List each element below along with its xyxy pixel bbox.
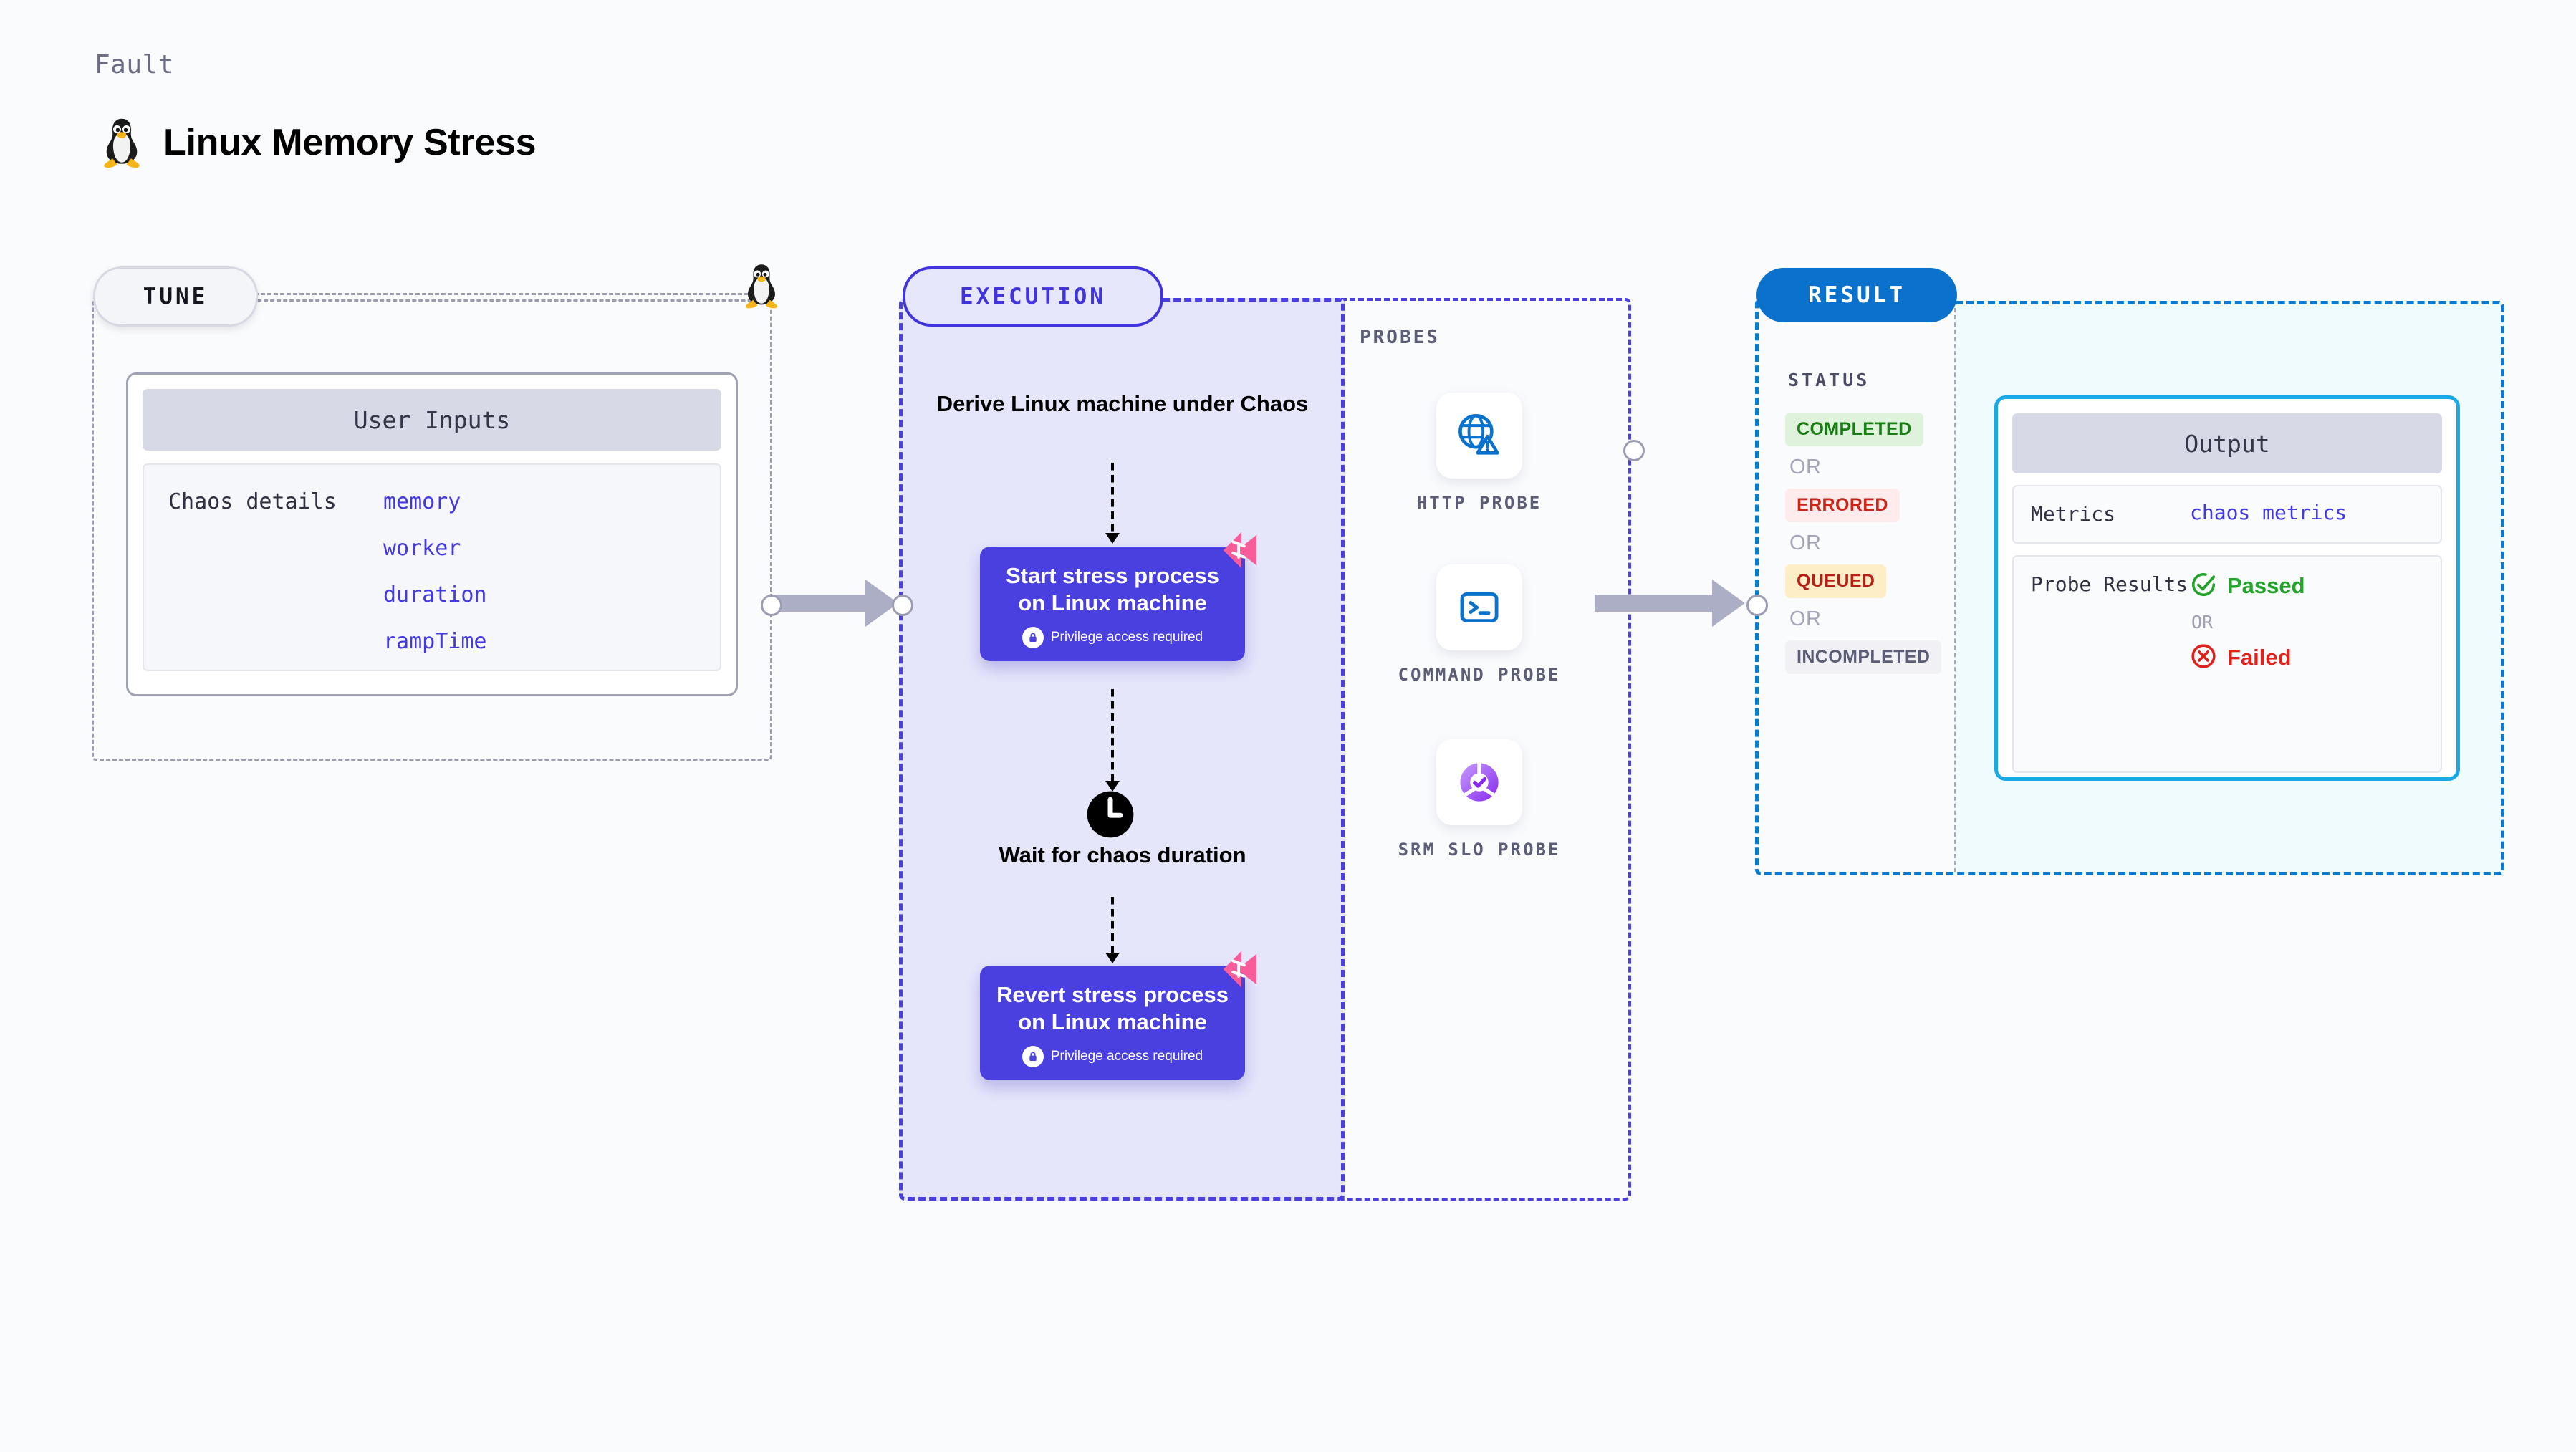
probe-label-srm-slo: SRM SLO PROBE xyxy=(1398,840,1561,860)
result-divider xyxy=(1954,301,1956,872)
tune-pill-label[interactable]: TUNE xyxy=(93,266,258,327)
status-badge-queued: QUEUED xyxy=(1785,564,1887,598)
x-circle-icon xyxy=(2190,643,2217,673)
status-list: COMPLETED OR ERRORED OR QUEUED OR INCOMP… xyxy=(1785,413,1942,674)
flow-connector-dot xyxy=(761,595,782,616)
probe-result-passed: Passed xyxy=(2190,571,2305,602)
privilege-notice: Privilege access required xyxy=(990,1045,1235,1067)
chaos-details-values: memory worker duration rampTime xyxy=(383,489,487,670)
output-row-probe-results: Probe Results Passed OR xyxy=(2012,554,2442,773)
probe-item-command[interactable]: COMMAND PROBE xyxy=(1397,564,1562,686)
page-title: Linux Memory Stress xyxy=(163,122,537,163)
output-key-metrics: Metrics xyxy=(2031,502,2116,526)
privilege-notice-text: Privilege access required xyxy=(1050,1048,1203,1064)
probe-label-http: HTTP PROBE xyxy=(1416,493,1542,513)
status-badge-completed: COMPLETED xyxy=(1785,413,1923,446)
execution-step-derive: Derive Linux machine under Chaos xyxy=(936,391,1309,416)
user-inputs-header: User Inputs xyxy=(143,389,721,451)
chaos-detail-duration: duration xyxy=(383,582,487,607)
slo-check-icon xyxy=(1436,739,1522,825)
status-or-label: OR xyxy=(1789,607,1822,630)
output-row-metrics: Metrics chaos metrics xyxy=(2012,485,2442,544)
tune-platform-connector xyxy=(254,293,749,295)
probe-results-values: Passed OR Failed xyxy=(2190,571,2305,673)
chaos-detail-memory: memory xyxy=(383,489,461,514)
clock-icon xyxy=(1084,788,1137,841)
execution-node-title: Start stress process on Linux machine xyxy=(1005,563,1220,615)
user-inputs-body: Chaos details memory worker duration ram… xyxy=(143,463,721,671)
lock-icon xyxy=(1022,626,1044,648)
terminal-icon xyxy=(1436,564,1522,650)
status-badge-errored: ERRORED xyxy=(1785,489,1900,522)
result-pill-label[interactable]: RESULT xyxy=(1756,268,1957,322)
execution-node-revert-stress[interactable]: Revert stress process on Linux machine P… xyxy=(980,951,1257,1080)
flow-arrow-down xyxy=(1105,689,1120,792)
chaos-details-key: Chaos details xyxy=(168,489,337,514)
execution-step-wait: Wait for chaos duration xyxy=(999,842,1246,867)
output-key-probe-results: Probe Results xyxy=(2031,572,2188,596)
flow-connector-dot xyxy=(1746,595,1768,616)
output-card: Output Metrics chaos metrics Probe Resul… xyxy=(1994,395,2460,781)
fault-kicker-label: Fault xyxy=(95,50,174,80)
execution-pill-label[interactable]: EXECUTION xyxy=(903,266,1163,327)
lock-icon xyxy=(1022,1045,1044,1067)
probe-result-or-label: OR xyxy=(2191,611,2214,633)
globe-warning-icon xyxy=(1436,393,1522,479)
flow-connector-dot xyxy=(1623,440,1645,461)
linux-tux-icon xyxy=(100,116,143,169)
flow-arrow-down xyxy=(1105,897,1120,963)
flow-arrow-down xyxy=(1105,463,1120,544)
probe-item-http[interactable]: HTTP PROBE xyxy=(1397,393,1562,514)
execution-node-start-stress[interactable]: Start stress process on Linux machine Pr… xyxy=(980,532,1257,661)
output-value-metrics: chaos metrics xyxy=(2190,501,2347,524)
status-or-label: OR xyxy=(1789,456,1822,479)
flow-connector-dot xyxy=(892,595,913,616)
linux-tux-icon xyxy=(742,262,781,313)
probe-result-failed-text: Failed xyxy=(2227,645,2292,670)
harness-logo-icon xyxy=(1216,948,1261,989)
privilege-notice-text: Privilege access required xyxy=(1050,629,1203,645)
status-badge-incompleted: INCOMPLETED xyxy=(1785,640,1942,674)
probe-result-failed: Failed xyxy=(2190,643,2305,673)
user-inputs-card: User Inputs Chaos details memory worker … xyxy=(126,372,738,696)
probe-item-srm-slo[interactable]: SRM SLO PROBE xyxy=(1397,739,1562,861)
probe-result-passed-text: Passed xyxy=(2227,573,2305,599)
chaos-detail-ramptime: rampTime xyxy=(383,629,487,654)
page-title-row: Linux Memory Stress xyxy=(100,116,537,169)
privilege-notice: Privilege access required xyxy=(990,626,1235,648)
output-header: Output xyxy=(2012,413,2442,473)
flow-arrow-execution-to-result xyxy=(1595,580,1745,627)
flow-arrow-tune-to-execution xyxy=(771,580,898,627)
tune-section xyxy=(92,299,772,761)
status-label: STATUS xyxy=(1788,370,1870,390)
status-or-label: OR xyxy=(1789,532,1822,554)
check-circle-icon xyxy=(2190,571,2217,602)
probes-section-label: PROBES xyxy=(1360,327,1440,348)
harness-logo-icon xyxy=(1216,529,1261,569)
execution-node-title: Revert stress process on Linux machine xyxy=(996,982,1229,1034)
probe-label-command: COMMAND PROBE xyxy=(1398,665,1561,685)
chaos-detail-worker: worker xyxy=(383,536,461,561)
